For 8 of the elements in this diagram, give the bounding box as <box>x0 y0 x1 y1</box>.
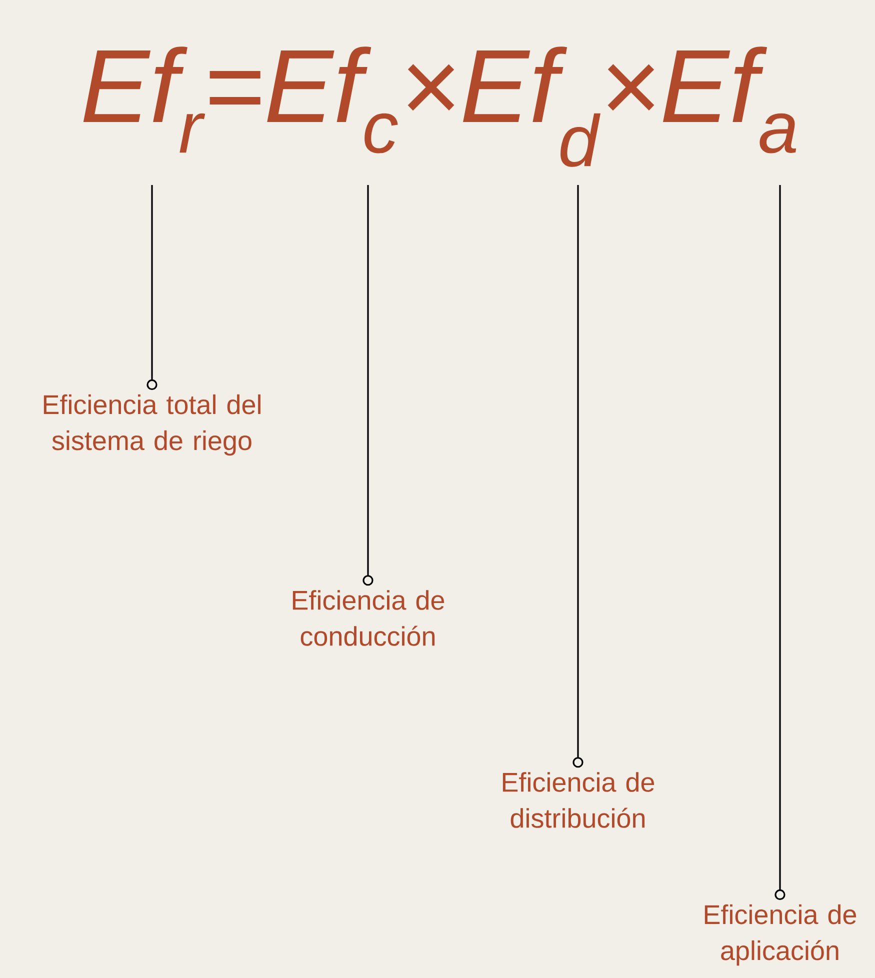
description-text: Eficiencia de conducción <box>292 590 444 646</box>
leader-line <box>572 185 584 768</box>
description-text: Eficiencia de aplicación <box>704 904 856 966</box>
leader-line <box>146 185 158 390</box>
leader-line <box>362 185 374 586</box>
description-text: Eficiencia de distribución <box>502 772 654 828</box>
formula: Ef$_{r}$=Ef$_{c}$×Ef$_{d}$×Ef$_{a}$ <box>83 46 796 167</box>
description-text: Eficiencia total del sistema de riego <box>44 394 260 456</box>
